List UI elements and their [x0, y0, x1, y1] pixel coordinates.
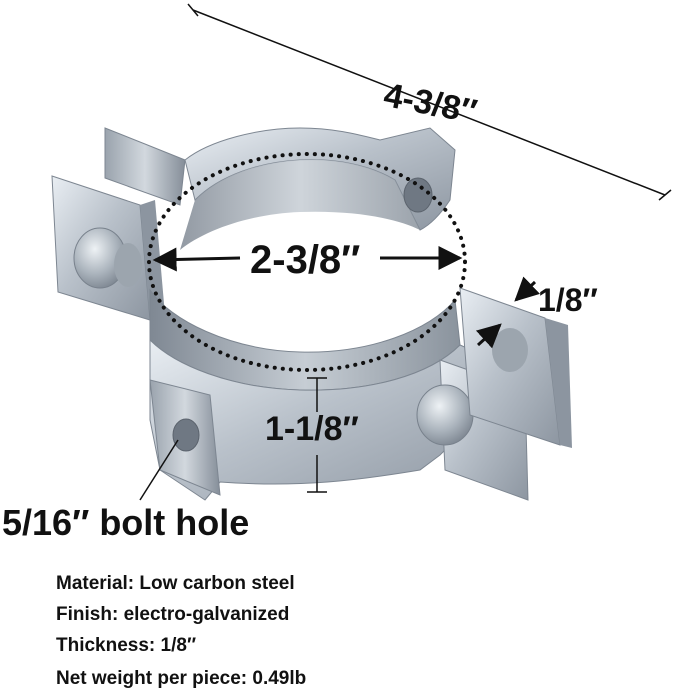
height-label: 1-1/8″ — [265, 410, 359, 448]
spec-value: 0.49lb — [252, 668, 307, 689]
spec-finish: Finish: electro-galvanized — [56, 599, 306, 630]
spec-value: electro-galvanized — [123, 604, 290, 625]
dimension-lines — [139, 3, 672, 501]
bolt-hole-label: 5/16″ bolt hole — [2, 502, 250, 543]
spec-value: Low carbon steel — [139, 573, 295, 594]
spec-label: Finish: — [56, 604, 119, 625]
spec-label: Thickness: — [56, 635, 156, 656]
spec-label: Material: — [56, 573, 135, 594]
spec-thickness: Thickness: 1/8″ — [56, 630, 306, 661]
spec-weight: Net weight per piece: 0.49lb — [56, 663, 306, 694]
inner-diameter-label: 2-3/8″ — [250, 238, 361, 282]
left-flanges — [51, 175, 165, 321]
spec-material: Material: Low carbon steel — [56, 568, 306, 599]
thickness-label: 1/8″ — [538, 282, 598, 318]
spec-value: 1/8″ — [160, 635, 197, 656]
back-clamp — [104, 127, 456, 250]
spec-label: Net weight per piece: — [56, 668, 248, 689]
spec-list: Material: Low carbon steel Finish: elect… — [56, 568, 306, 694]
inner-diameter-circle — [147, 152, 467, 372]
